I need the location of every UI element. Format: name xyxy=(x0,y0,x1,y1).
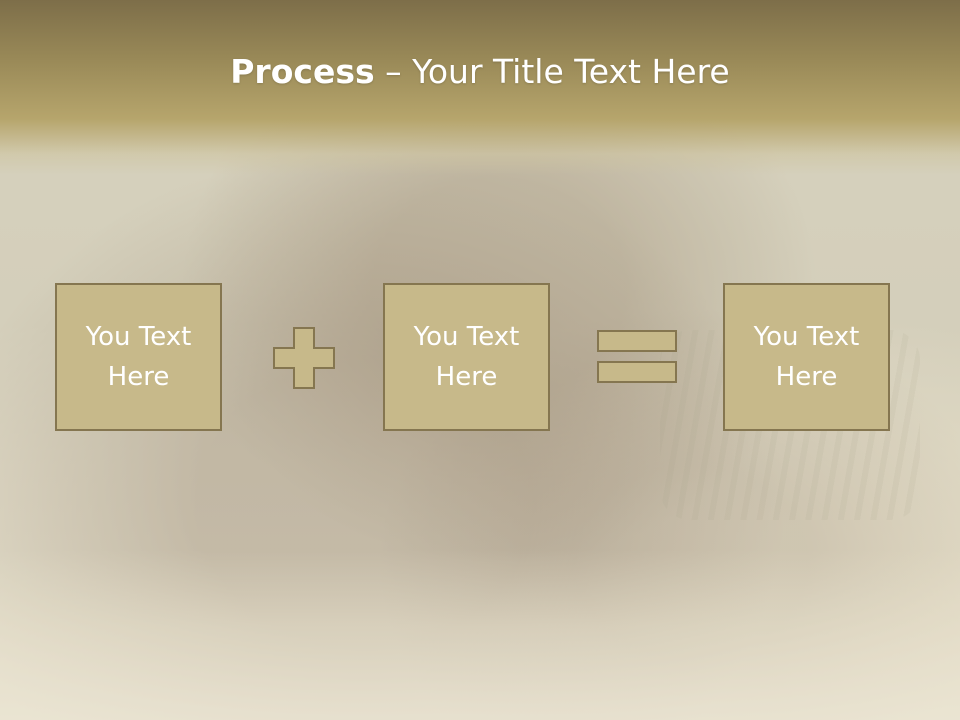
header-band xyxy=(0,0,960,175)
slide-title[interactable]: Process – Your Title Text Here xyxy=(0,52,960,91)
process-box-label: You Text Here xyxy=(753,322,860,392)
title-bold: Process xyxy=(230,52,375,91)
plus-icon xyxy=(273,327,335,389)
equals-icon xyxy=(597,330,677,383)
title-rest: – Your Title Text Here xyxy=(374,52,730,91)
background-ledge xyxy=(0,550,960,720)
process-box-3[interactable]: You Text Here xyxy=(723,283,890,431)
process-box-label: You Text Here xyxy=(85,322,192,392)
process-box-label: You Text Here xyxy=(413,322,520,392)
process-box-2[interactable]: You Text Here xyxy=(383,283,550,431)
process-box-1[interactable]: You Text Here xyxy=(55,283,222,431)
